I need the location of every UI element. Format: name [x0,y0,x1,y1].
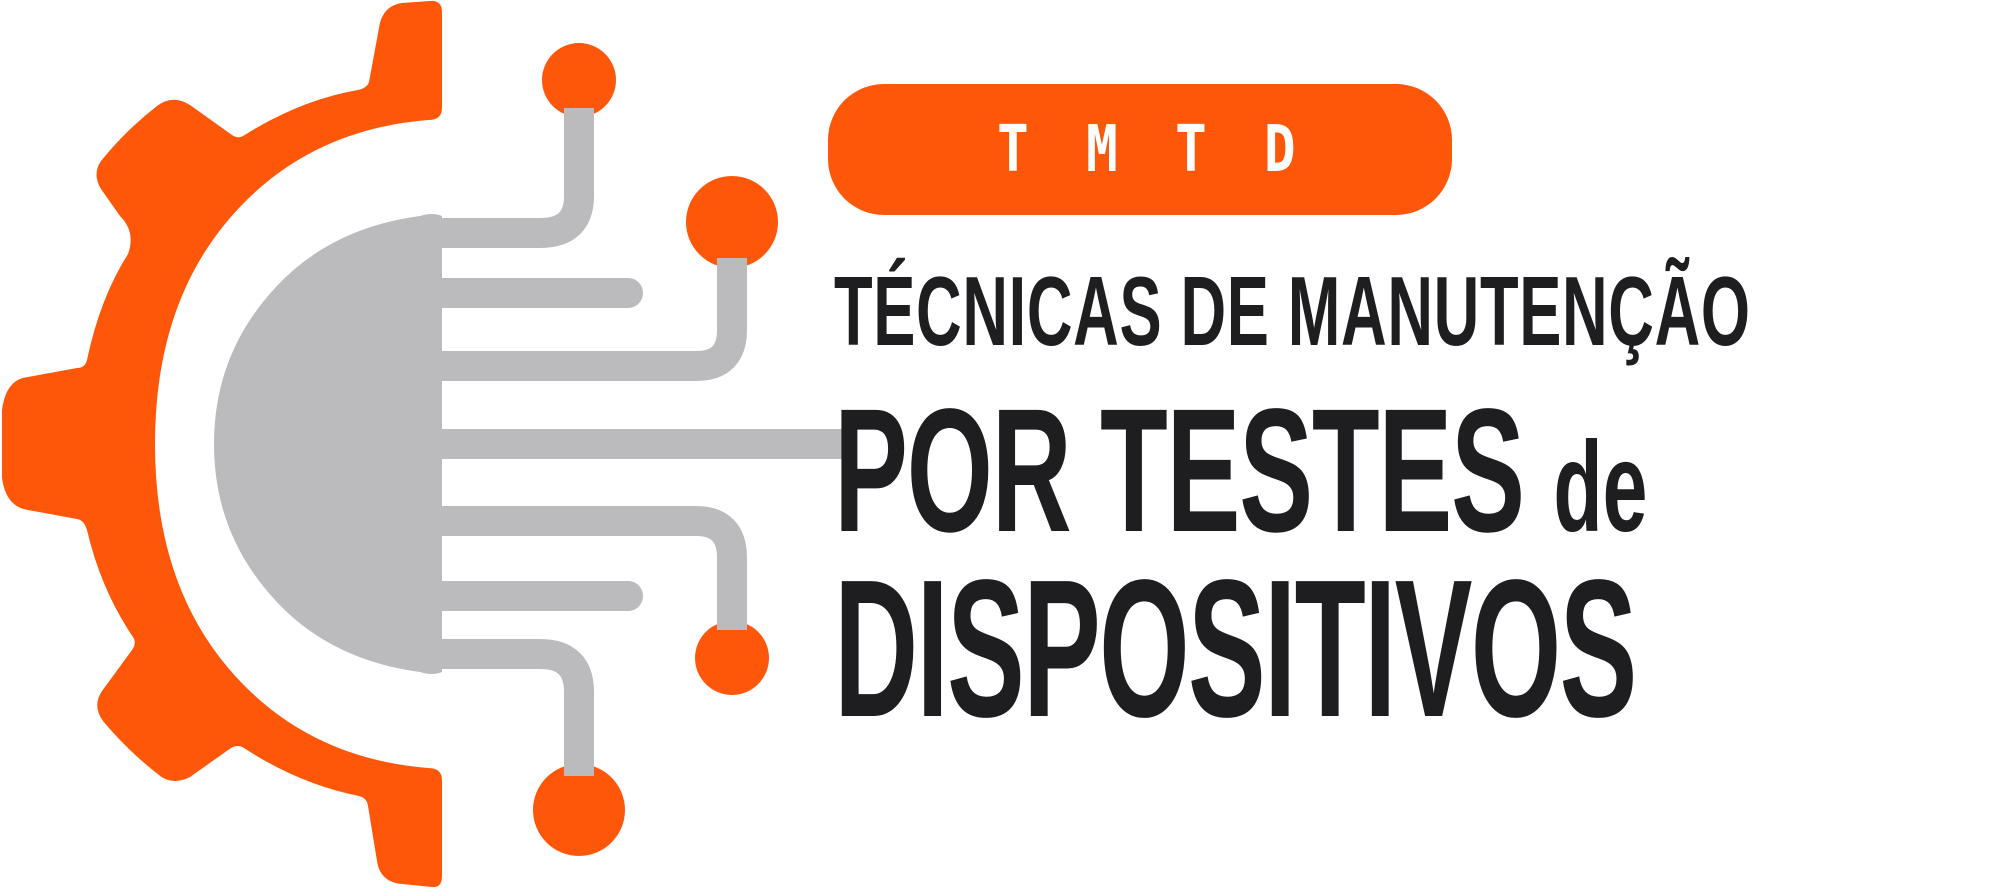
orange-node-circles [533,43,778,856]
badge-label: TMTD [997,112,1353,187]
semicircle-chip-icon [214,214,442,674]
logo-mark [2,0,848,888]
node-lower-icon [695,621,769,695]
title-line-tecnicas-de-manutencao: TÉCNICAS DE MANUTENÇÃO [834,256,1751,366]
title-por-testes: POR TESTES [834,373,1525,569]
title-de: de [1553,416,1648,559]
half-gear-icon [2,0,442,888]
node-bottom-icon [533,764,625,856]
title-line-dispositivos: DISPOSITIVOS [834,539,1637,758]
node-upper-icon [686,176,778,268]
title-line-por-testes-de: POR TESTES de [834,383,1647,559]
circuit-traces-icon [415,110,848,772]
node-top-icon [542,43,616,117]
tmtd-badge: TMTD [828,84,1452,215]
